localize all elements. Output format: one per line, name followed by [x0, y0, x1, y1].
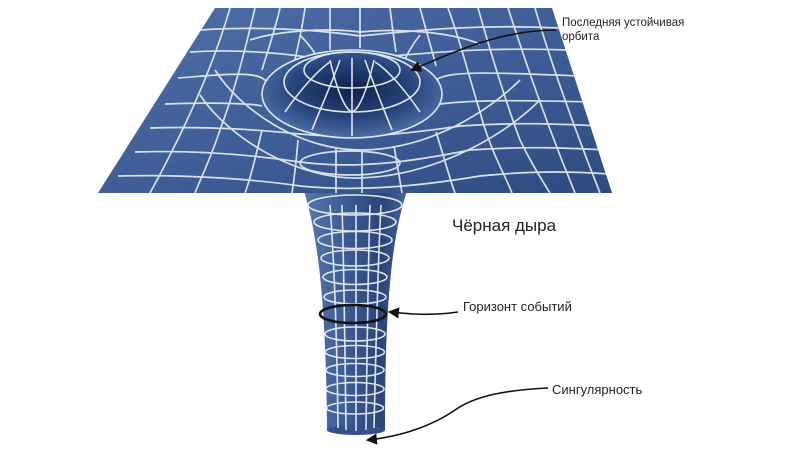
last-stable-orbit-label: Последняя устойчивая орбита	[562, 17, 685, 43]
event-horizon-label: Горизонт событий	[463, 299, 572, 314]
orbit-arrow	[409, 29, 557, 72]
gravity-well	[261, 49, 443, 139]
event-horizon-ring	[318, 303, 388, 325]
label-arrows	[365, 29, 557, 445]
spacetime-sheet	[98, 8, 612, 193]
singularity-label: Сингулярность	[552, 382, 643, 397]
singularity-arrow	[365, 387, 549, 445]
diagram-title: Чёрная дыра	[452, 216, 557, 235]
funnel-throat	[303, 188, 408, 435]
horizon-arrow	[387, 307, 459, 319]
